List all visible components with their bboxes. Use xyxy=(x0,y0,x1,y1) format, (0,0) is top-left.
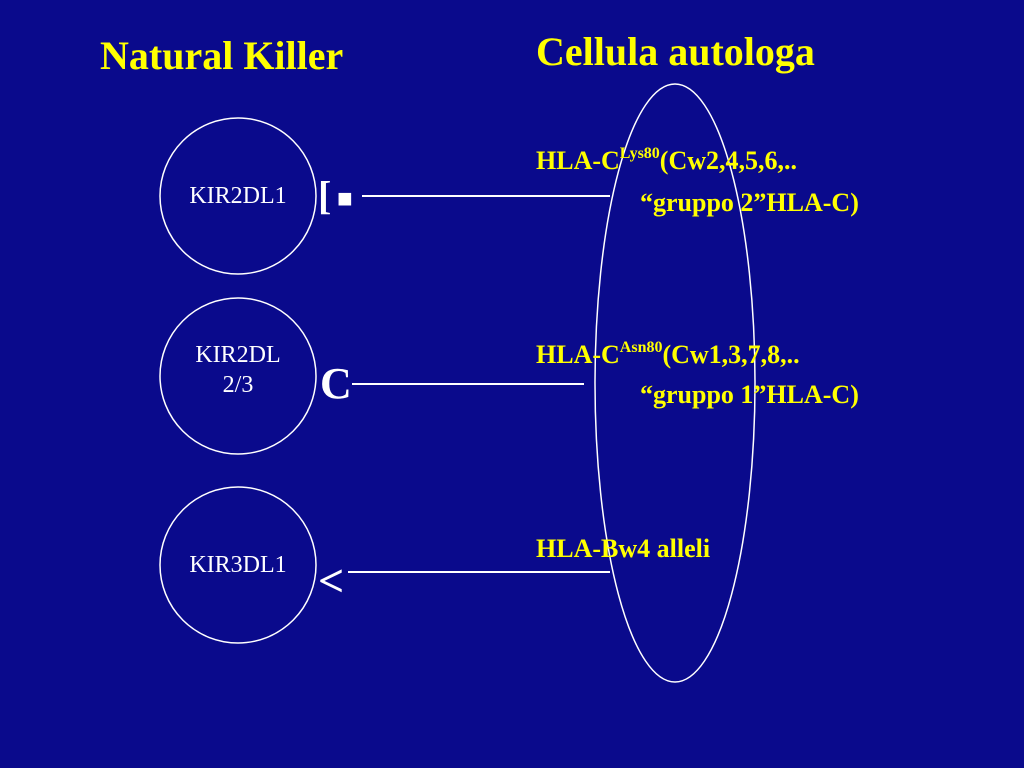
autologous-cell-title: Cellula autologa xyxy=(536,29,815,74)
receptor-label-kir3dl1: KIR3DL1 xyxy=(160,550,316,580)
angle-symbol: < xyxy=(318,555,345,606)
c-shape-symbol: C xyxy=(320,359,352,408)
receptor-circle-kir2dl1 xyxy=(159,117,317,275)
receptor-circle-kir3dl1 xyxy=(159,486,317,644)
receptor-label-kir2dl1: KIR2DL1 xyxy=(160,181,316,211)
receptor-label-line1: KIR3DL1 xyxy=(189,552,287,578)
square-symbol: ■ xyxy=(337,184,353,213)
ligand-suffix: (Cw2,4,5,6,.. xyxy=(659,146,798,175)
ligand-hla-c-asn80: HLA-CAsn80(Cw1,3,7,8,.. xyxy=(536,339,800,369)
receptor-circle-kir2dl23 xyxy=(159,297,317,455)
receptor-label-line2: 2/3 xyxy=(222,372,254,398)
natural-killer-title: Natural Killer xyxy=(100,33,344,78)
receptor-label-line1: KIR2DL xyxy=(195,342,281,368)
ligand-hla-bw4: HLA-Bw4 alleli xyxy=(536,536,710,562)
ligand-prefix: HLA-Bw4 alleli xyxy=(536,534,711,563)
autologous-cell-ellipse xyxy=(594,83,756,683)
ligand-prefix: HLA-C xyxy=(536,146,620,175)
ligand-group2: “gruppo 2”HLA-C) xyxy=(640,188,859,217)
ligand-superscript: Asn80 xyxy=(619,339,663,356)
bracket-symbol: [ xyxy=(318,173,332,218)
ligand-prefix: HLA-C xyxy=(536,340,620,369)
ligand-hla-c-lys80: HLA-CLys80(Cw2,4,5,6,.. xyxy=(536,145,798,175)
ligand-group1: “gruppo 1”HLA-C) xyxy=(640,380,859,409)
ligand-suffix: (Cw1,3,7,8,.. xyxy=(662,340,800,369)
receptor-label-kir2dl23: KIR2DL 2/3 xyxy=(160,340,316,400)
receptor-label-line1: KIR2DL1 xyxy=(189,183,287,209)
ligand-superscript: Lys80 xyxy=(619,145,660,162)
